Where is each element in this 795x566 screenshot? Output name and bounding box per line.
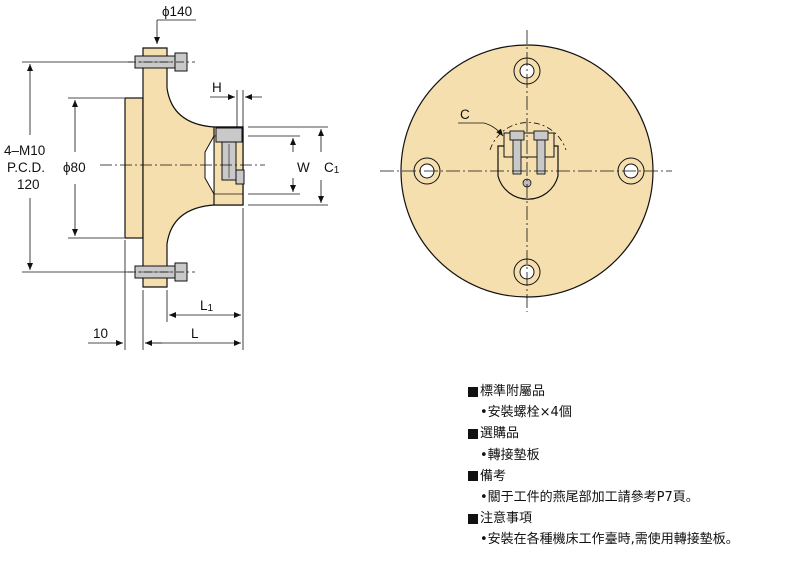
dim-phi140: ϕ140: [162, 4, 192, 19]
dim-H: H: [212, 80, 222, 95]
dim-W: W: [297, 160, 310, 175]
note-heading: 選購品: [480, 426, 520, 442]
square-bullet-icon: [468, 471, 478, 482]
note-heading: 備考: [480, 468, 507, 484]
note-item: •關于工件的燕尾部加工請參考P7頁。: [480, 490, 699, 506]
notes-block: 標準附屬品 •安裝螺栓×4個 選購品 •轉接墊板 備考 •關于工件的燕尾部加工請…: [468, 381, 793, 551]
note-item: •安裝螺栓×4個: [480, 405, 572, 421]
dim-C: C: [460, 107, 470, 122]
dim-10: 10: [93, 326, 108, 341]
dim-thread-line2: P.C.D.: [7, 160, 45, 175]
note-item: •轉接墊板: [480, 447, 540, 463]
note-section-cautions: 注意事項 •安裝在各種機床工作臺時,需使用轉接墊板。: [468, 508, 793, 550]
note-section-optional: 選購品 •轉接墊板: [468, 423, 793, 465]
front-centerlines: [380, 30, 672, 312]
back-plate: [124, 97, 144, 239]
clamp-screw: [215, 127, 245, 185]
dim-C1: C1: [324, 160, 340, 176]
square-bullet-icon: [468, 429, 478, 439]
note-item: •安裝在各種機床工作臺時,需使用轉接墊板。: [480, 532, 739, 548]
note-section-standard: 標準附屬品 •安裝螺栓×4個: [468, 381, 793, 423]
dim-thread-line3: 120: [17, 177, 40, 192]
side-dimensions: [22, 19, 328, 350]
side-view: [124, 47, 245, 288]
note-section-remarks: 備考 •關于工件的燕尾部加工請參考P7頁。: [468, 466, 793, 508]
dim-thread-line1: 4‒M10: [4, 143, 45, 158]
dim-L: L: [191, 326, 199, 341]
dim-L1: L1: [200, 298, 214, 314]
note-heading: 標準附屬品: [480, 384, 546, 399]
note-heading: 注意事項: [480, 511, 533, 527]
dim-phi80: ϕ80: [63, 160, 86, 175]
square-bullet-icon: [468, 386, 478, 397]
front-screws: [509, 130, 549, 175]
square-bullet-icon: [468, 513, 478, 524]
